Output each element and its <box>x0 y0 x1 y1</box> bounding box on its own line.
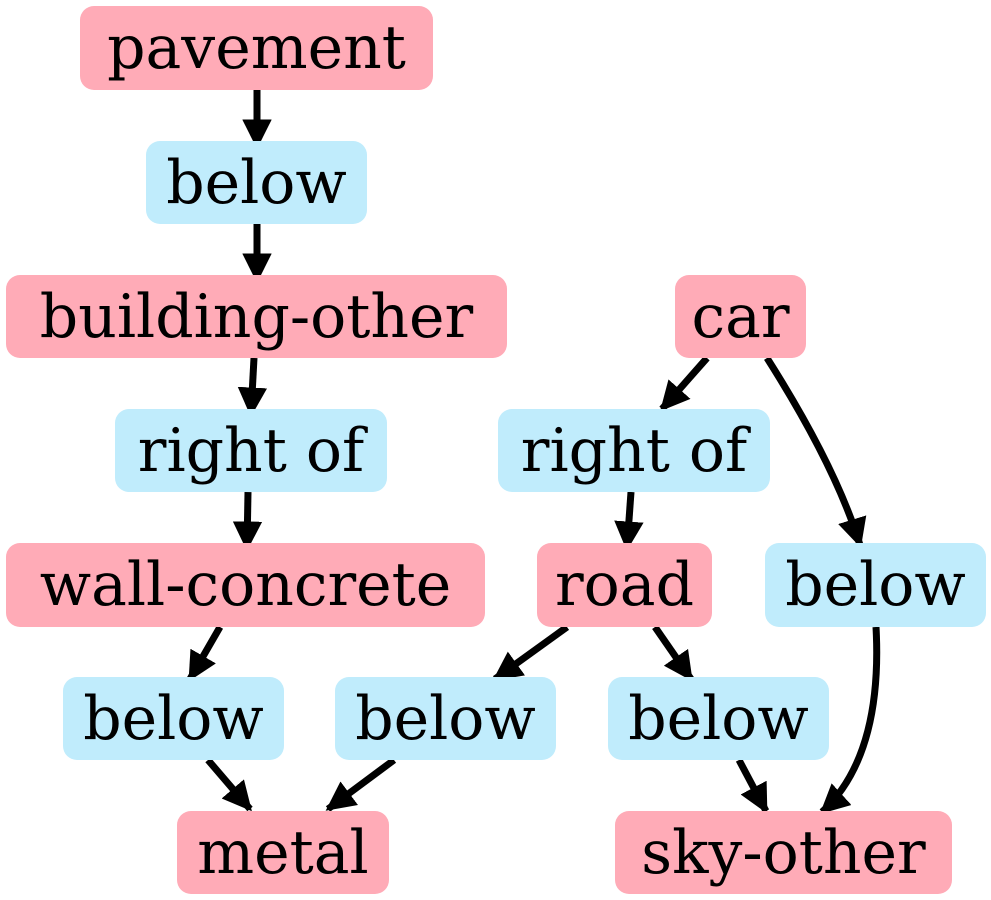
node-metal: metal <box>177 811 389 894</box>
node-car: car <box>675 275 806 358</box>
edge-below-to-metal-right <box>325 757 397 812</box>
node-below-road-left: below <box>335 677 556 760</box>
node-pavement: pavement <box>80 6 433 90</box>
node-right-of-building: right of <box>115 409 387 492</box>
node-below-wall: below <box>63 677 284 760</box>
edge-right-of-to-wall-concrete <box>232 491 263 551</box>
node-right-of-car: right of <box>498 409 770 492</box>
edge-below-to-sky-other-left <box>735 758 770 814</box>
edge-right-of-to-road <box>614 491 644 551</box>
edge-road-to-below-middle <box>492 624 570 682</box>
edge-car-to-below <box>764 356 867 548</box>
edge-below-to-sky-other-right <box>819 626 881 815</box>
edge-road-to-below-right <box>652 625 694 682</box>
edge-building-other-to-right-of <box>237 357 268 417</box>
node-below-road-right: below <box>608 677 829 760</box>
edge-car-to-right-of <box>659 355 710 412</box>
node-road: road <box>537 543 712 627</box>
node-wall-concrete: wall-concrete <box>6 543 485 627</box>
node-building-other: building-other <box>6 275 507 358</box>
node-below-car: below <box>765 543 986 627</box>
node-below-pavement: below <box>146 141 367 224</box>
node-sky-other: sky-other <box>615 811 952 894</box>
edge-wall-concrete-to-below <box>186 625 224 682</box>
edge-below-to-metal-left <box>205 757 253 812</box>
